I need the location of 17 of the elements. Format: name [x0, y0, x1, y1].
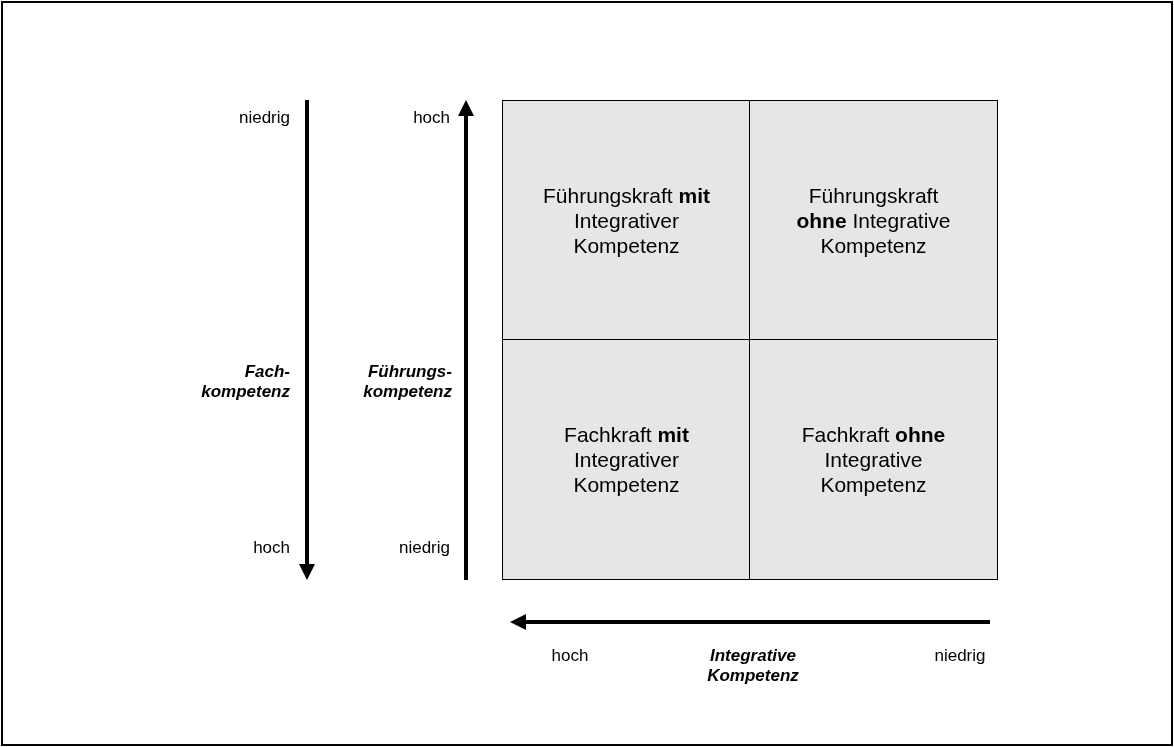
axis-end-label: niedrig — [237, 108, 290, 128]
axis-title: Integrative Kompetenz — [706, 646, 800, 686]
quadrant-cell — [502, 339, 751, 580]
quadrant-label: Führungskraft ohne Integrative Kompetenz — [795, 183, 952, 258]
axis-title: Fach- kompetenz — [200, 362, 290, 402]
axis-end-label: niedrig — [397, 538, 450, 558]
axis-title: Führungs- kompetenz — [362, 362, 452, 402]
axis-end-label: hoch — [550, 646, 590, 666]
axis-end-label: niedrig — [933, 646, 987, 666]
quadrant-cell — [749, 339, 998, 580]
quadrant-cell — [749, 100, 998, 341]
quadrant-label: Fachkraft mit Integrativer Kompetenz — [563, 422, 690, 497]
quadrant-cell — [502, 100, 751, 341]
axis-end-label: hoch — [252, 538, 290, 558]
axis-end-label: hoch — [412, 108, 450, 128]
quadrant-label: Fachkraft ohne Integrative Kompetenz — [800, 422, 947, 497]
quadrant-label: Führungskraft mit Integrativer Kompetenz — [542, 183, 711, 258]
